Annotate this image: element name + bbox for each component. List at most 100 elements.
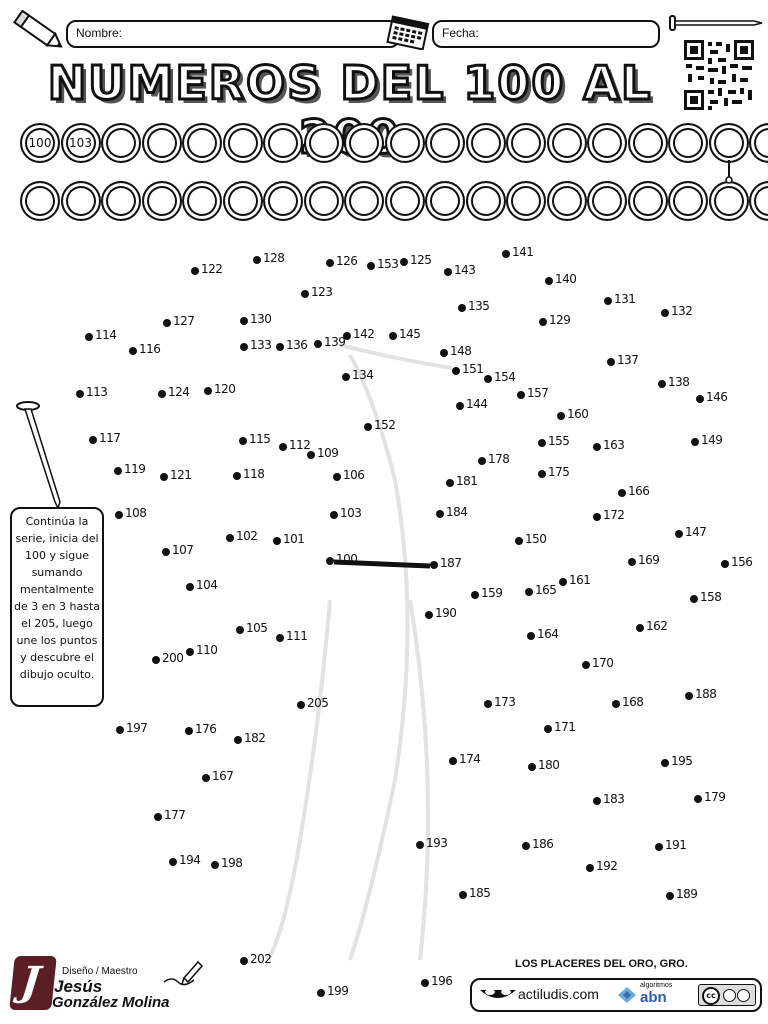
answer-circle[interactable]	[425, 181, 465, 221]
dot-point[interactable]	[169, 858, 177, 866]
dot-point[interactable]	[253, 256, 261, 264]
dot-point[interactable]	[276, 343, 284, 351]
dot-point[interactable]	[559, 578, 567, 586]
answer-circle[interactable]	[465, 181, 506, 221]
dot-point[interactable]	[528, 763, 536, 771]
answer-circle[interactable]	[303, 123, 344, 163]
dot-point[interactable]	[211, 861, 219, 869]
dot-point[interactable]	[85, 333, 93, 341]
dot-point[interactable]	[239, 437, 247, 445]
dot-point[interactable]	[545, 277, 553, 285]
dot-point[interactable]	[628, 558, 636, 566]
answer-circle[interactable]	[506, 181, 546, 221]
dot-point[interactable]	[116, 726, 124, 734]
dot-point[interactable]	[233, 472, 241, 480]
dot-point[interactable]	[522, 842, 530, 850]
answer-circle[interactable]	[587, 181, 627, 221]
answer-circle[interactable]	[708, 181, 749, 221]
dot-point[interactable]	[539, 318, 547, 326]
answer-circle[interactable]	[668, 181, 708, 221]
dot-point[interactable]	[186, 583, 194, 591]
answer-circle[interactable]	[587, 123, 627, 163]
dot-point[interactable]	[527, 632, 535, 640]
dot-point[interactable]	[444, 268, 452, 276]
dot-point[interactable]	[240, 957, 248, 965]
dot-point[interactable]	[696, 395, 704, 403]
answer-circle[interactable]	[546, 181, 587, 221]
dot-point[interactable]	[240, 317, 248, 325]
dot-point[interactable]	[618, 489, 626, 497]
dot-point[interactable]	[538, 470, 546, 478]
answer-circle[interactable]	[303, 181, 344, 221]
dot-point[interactable]	[158, 390, 166, 398]
dot-point[interactable]	[326, 259, 334, 267]
answer-circle[interactable]	[222, 123, 263, 163]
dot-point[interactable]	[459, 891, 467, 899]
dot-point[interactable]	[484, 375, 492, 383]
dot-point[interactable]	[538, 439, 546, 447]
dot-point[interactable]	[607, 358, 615, 366]
dot-point[interactable]	[557, 412, 565, 420]
answer-circle[interactable]	[344, 181, 384, 221]
answer-circle[interactable]	[101, 181, 141, 221]
answer-circle[interactable]	[101, 123, 141, 163]
dot-point[interactable]	[76, 390, 84, 398]
dot-point[interactable]	[685, 692, 693, 700]
answer-circle[interactable]	[627, 123, 668, 163]
dot-point[interactable]	[333, 473, 341, 481]
answer-circle[interactable]	[222, 181, 263, 221]
dot-point[interactable]	[593, 513, 601, 521]
dot-point[interactable]	[240, 343, 248, 351]
answer-circle[interactable]	[506, 123, 546, 163]
dot-point[interactable]	[502, 250, 510, 258]
dot-point[interactable]	[525, 588, 533, 596]
answer-circle[interactable]	[141, 181, 182, 221]
dot-point[interactable]	[129, 347, 137, 355]
answer-circle[interactable]	[263, 181, 303, 221]
dot-point[interactable]	[471, 591, 479, 599]
dot-point[interactable]	[675, 530, 683, 538]
dot-point[interactable]	[317, 989, 325, 997]
dot-point[interactable]	[307, 451, 315, 459]
dot-point[interactable]	[655, 843, 663, 851]
dot-point[interactable]	[636, 624, 644, 632]
dot-point[interactable]	[456, 402, 464, 410]
dot-point[interactable]	[515, 537, 523, 545]
dot-point[interactable]	[314, 340, 322, 348]
answer-circle[interactable]	[384, 123, 425, 163]
dot-point[interactable]	[691, 438, 699, 446]
dot-point[interactable]	[586, 864, 594, 872]
answer-circle[interactable]	[384, 181, 425, 221]
answer-circle[interactable]	[60, 181, 101, 221]
dot-point[interactable]	[342, 373, 350, 381]
answer-circle[interactable]	[182, 123, 222, 163]
dot-point[interactable]	[478, 457, 486, 465]
dot-point[interactable]	[389, 332, 397, 340]
answer-circle[interactable]	[425, 123, 465, 163]
dot-point[interactable]	[89, 436, 97, 444]
dot-point[interactable]	[162, 548, 170, 556]
dot-point[interactable]	[421, 979, 429, 987]
dot-point[interactable]	[301, 290, 309, 298]
dot-point[interactable]	[721, 560, 729, 568]
answer-circle[interactable]	[263, 123, 303, 163]
dot-point[interactable]	[297, 701, 305, 709]
dot-point[interactable]	[449, 757, 457, 765]
dot-point[interactable]	[544, 725, 552, 733]
dot-point[interactable]	[186, 648, 194, 656]
answer-circle[interactable]	[182, 181, 222, 221]
dot-point[interactable]	[234, 736, 242, 744]
dot-point[interactable]	[185, 727, 193, 735]
dot-point[interactable]	[160, 473, 168, 481]
dot-point[interactable]	[425, 611, 433, 619]
dot-point[interactable]	[330, 511, 338, 519]
answer-circle[interactable]	[668, 123, 708, 163]
dot-point[interactable]	[458, 304, 466, 312]
dot-point[interactable]	[582, 661, 590, 669]
answer-circle[interactable]	[141, 123, 182, 163]
dot-point[interactable]	[658, 380, 666, 388]
dot-point[interactable]	[364, 423, 372, 431]
answer-circle[interactable]	[627, 181, 668, 221]
answer-circle[interactable]: 100	[20, 123, 60, 163]
dot-point[interactable]	[661, 309, 669, 317]
